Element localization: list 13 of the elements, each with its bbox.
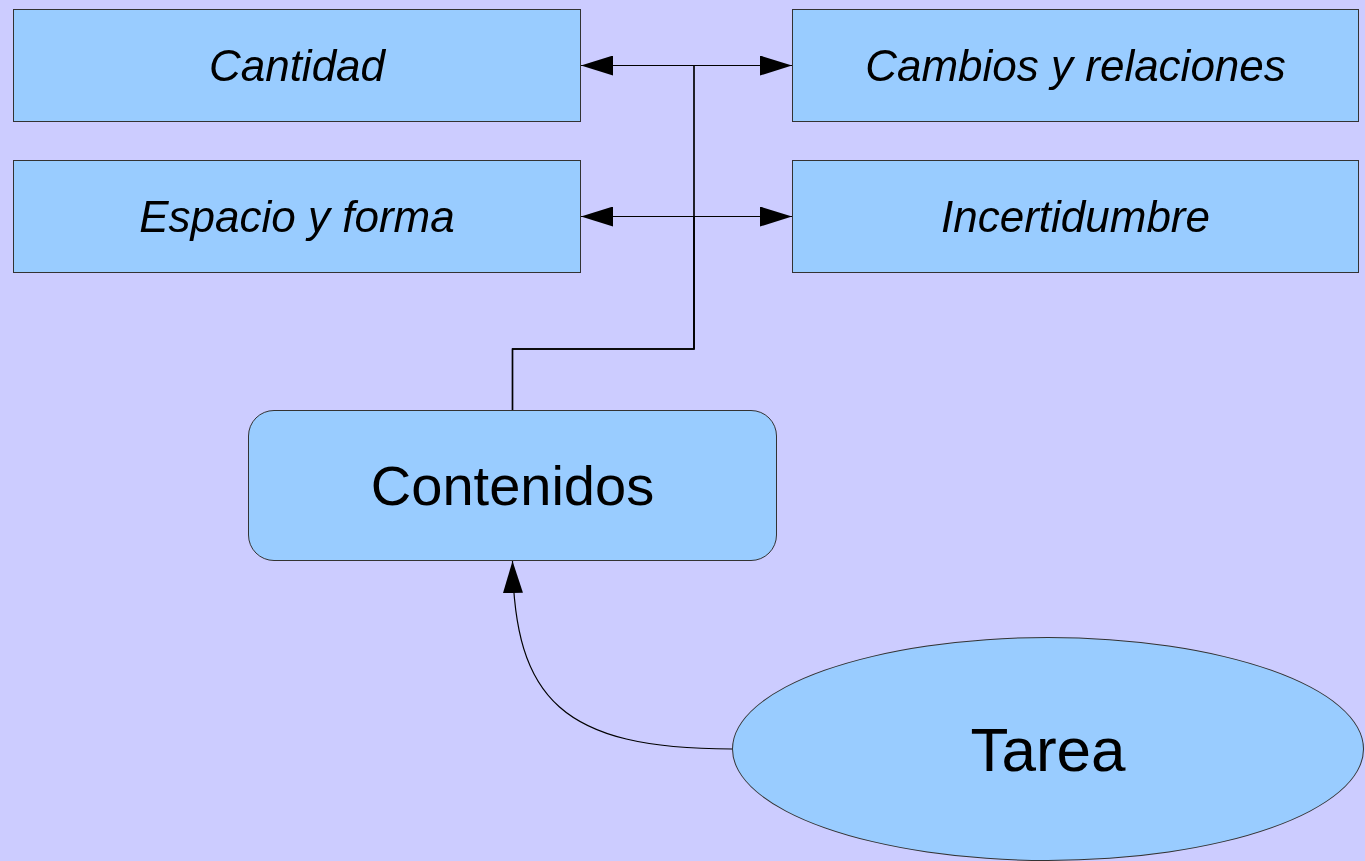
node-label: Tarea (970, 713, 1126, 785)
node-label: Incertidumbre (941, 191, 1210, 242)
category-box (792, 9, 1359, 122)
category-box (792, 160, 1359, 273)
node-label: Contenidos (370, 453, 655, 518)
rounded-box (248, 410, 777, 561)
node-label: Espacio y forma (139, 191, 455, 242)
node-label: Cambios y relaciones (865, 40, 1286, 91)
arrow (511, 206, 793, 411)
arrow (503, 560, 733, 750)
category-box (13, 9, 581, 122)
category-box (13, 160, 581, 273)
node-label: Cantidad (208, 40, 386, 91)
